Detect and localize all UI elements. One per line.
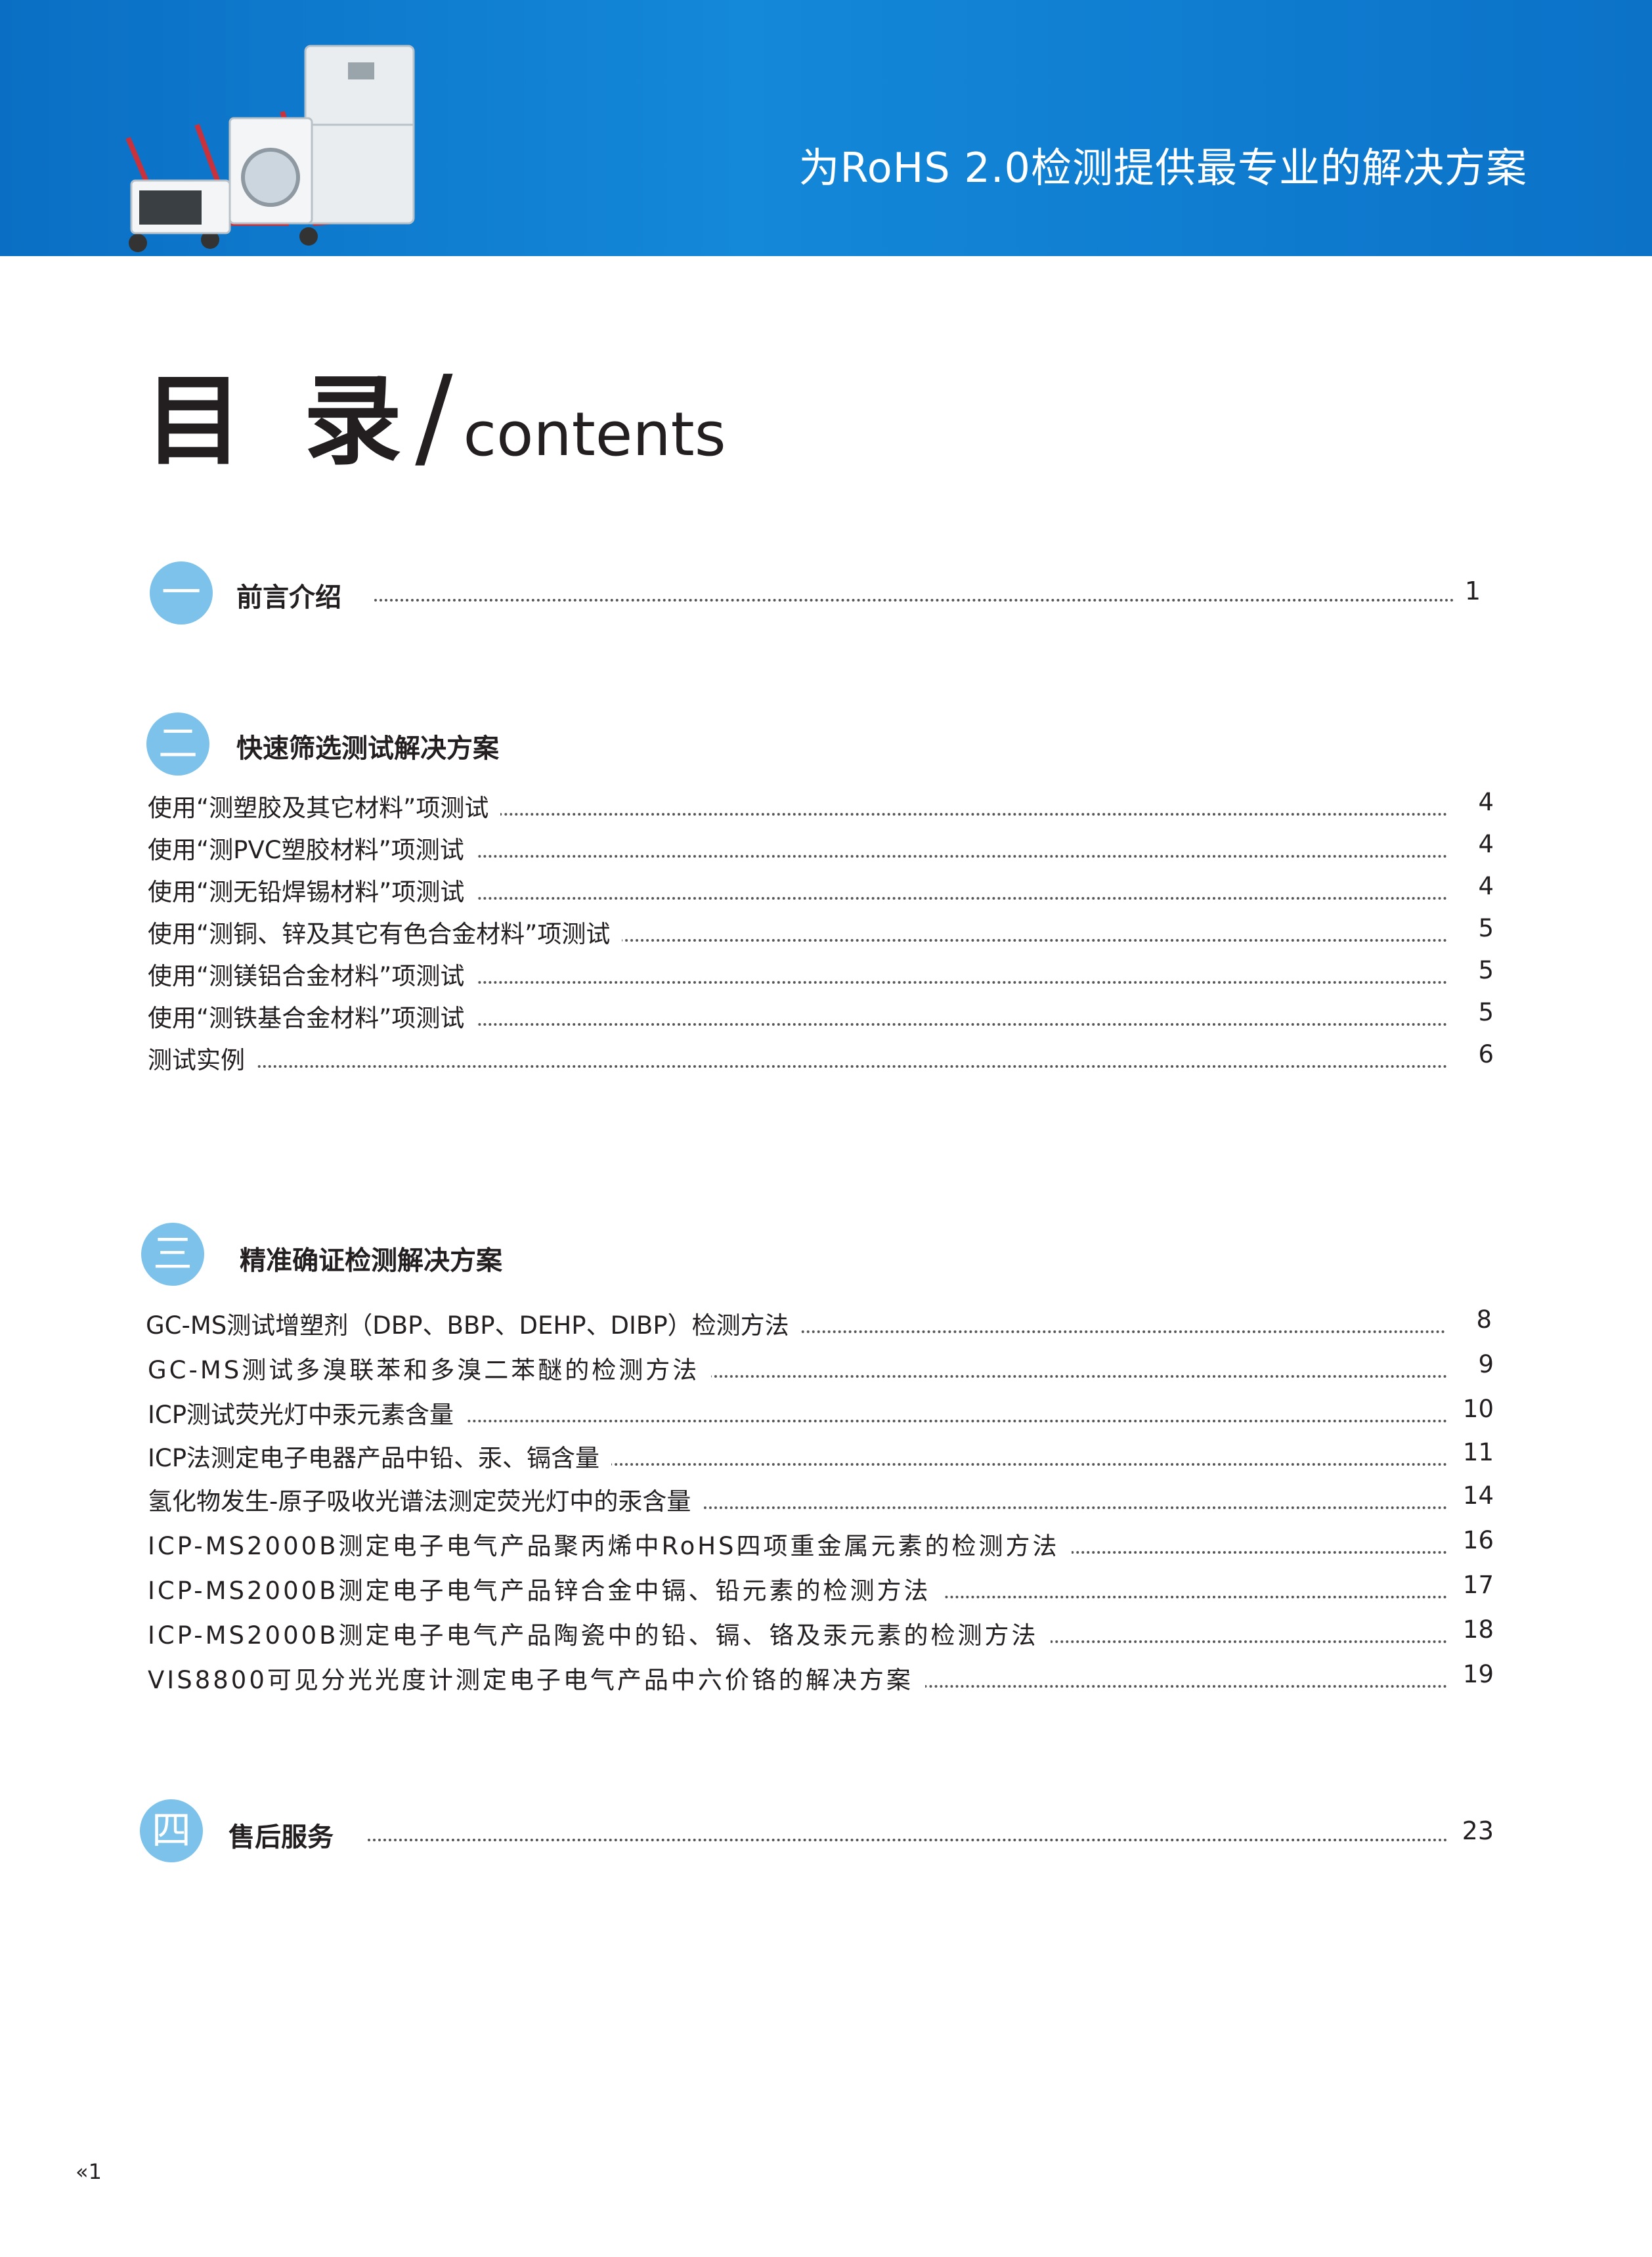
footer-page-number: «1: [76, 2159, 102, 2184]
page-number: 23: [1462, 1816, 1494, 1845]
section-title[interactable]: 售后服务: [228, 1822, 334, 1852]
page-number: 1: [1464, 577, 1481, 605]
section-title[interactable]: 快速筛选测试解决方案: [236, 734, 499, 764]
section-title[interactable]: 前言介绍: [236, 582, 341, 613]
section-title[interactable]: 精准确证检测解决方案: [240, 1246, 502, 1276]
leader-dots: [374, 599, 1454, 602]
leader-dots: [368, 1839, 1448, 1841]
section-badge: 一: [150, 561, 213, 625]
page-heading: 目 录/contents: [144, 341, 726, 482]
section-badge: 二: [146, 712, 209, 776]
header-banner: 为RoHS 2.0检测提供最专业的解决方案: [0, 0, 1652, 256]
heading-cn: 目 录: [144, 364, 416, 479]
section-badge: 三: [141, 1223, 204, 1286]
heading-en: contents: [463, 399, 726, 470]
section-badge: 四: [140, 1799, 203, 1862]
banner-title: 为RoHS 2.0检测提供最专业的解决方案: [798, 144, 1527, 192]
heading-slash: /: [415, 352, 453, 482]
appliances-illustration: [125, 45, 415, 252]
